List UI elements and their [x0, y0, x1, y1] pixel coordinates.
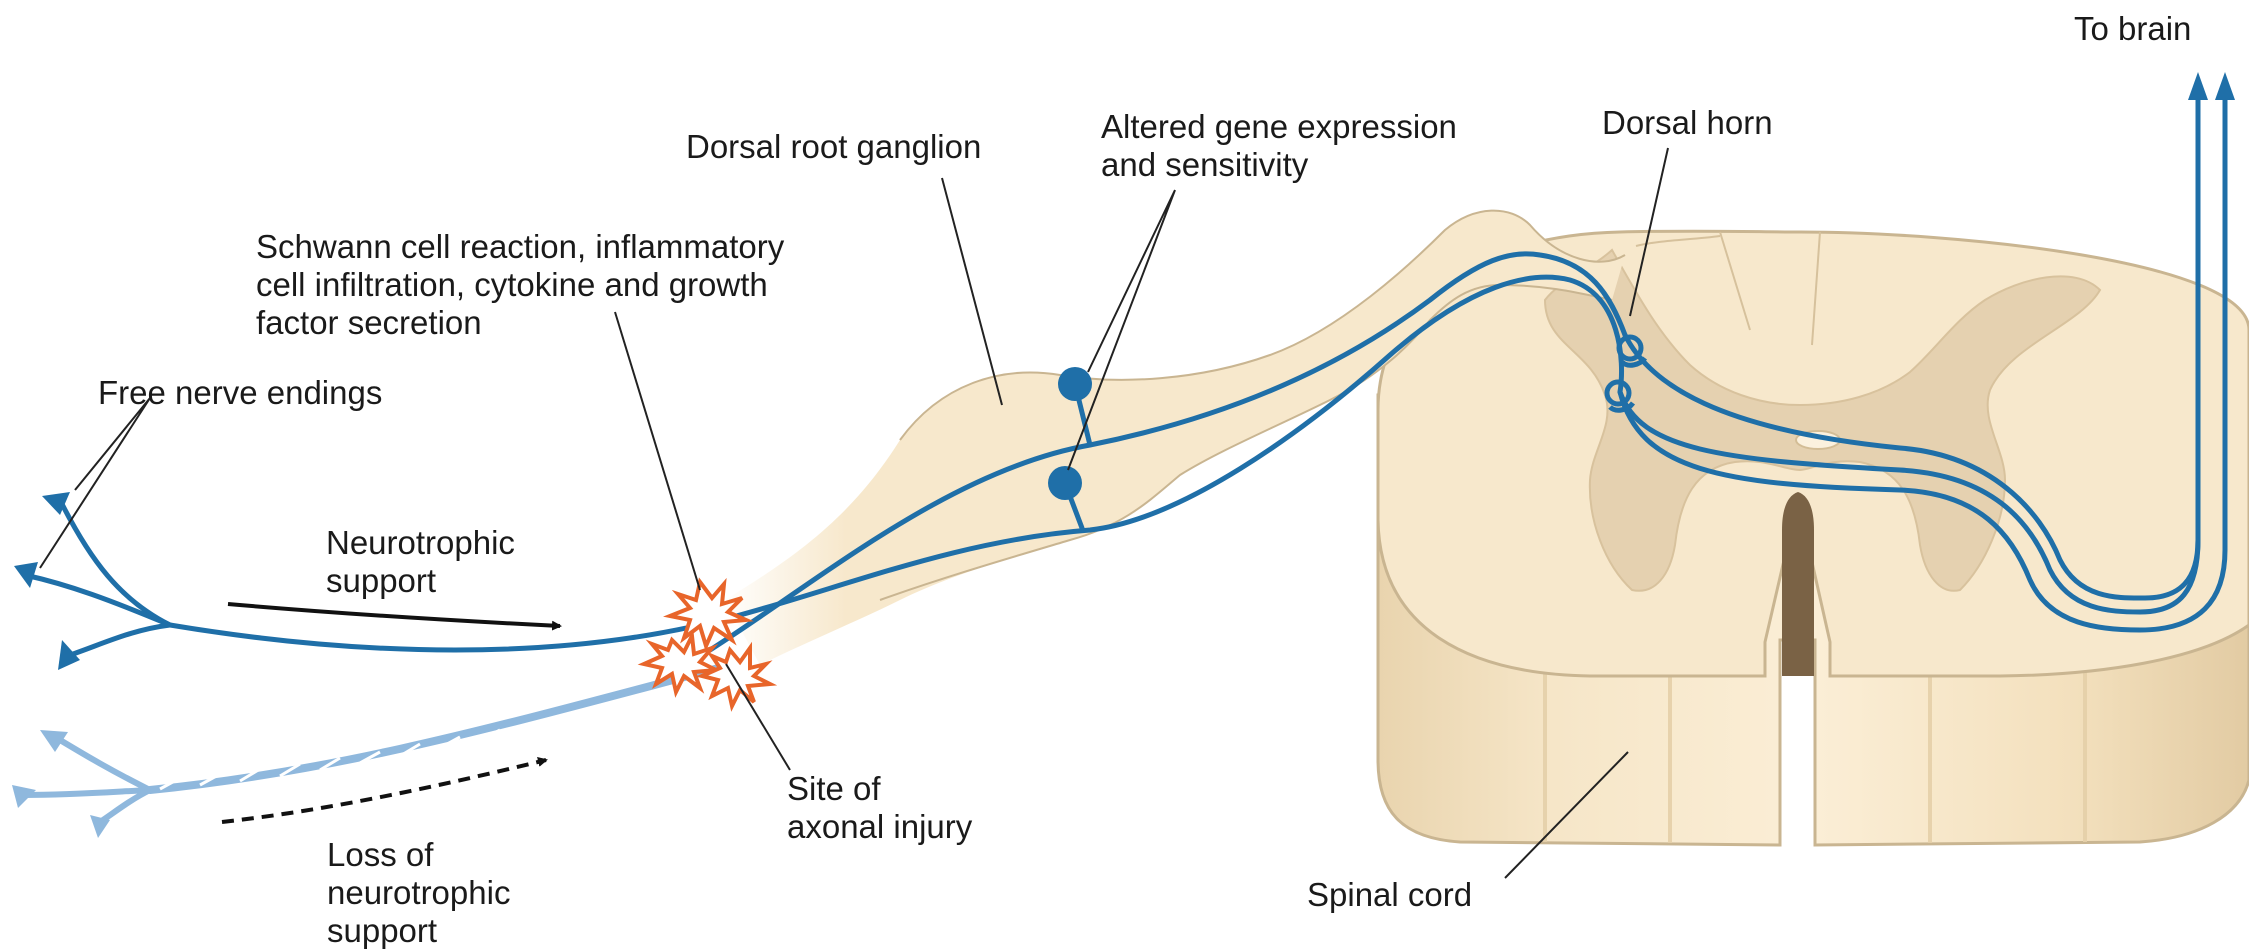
site-of-injury-line-1: Site of	[787, 770, 972, 808]
neurotrophic-support-arrow	[228, 604, 560, 626]
spinal-cord	[1378, 231, 2249, 845]
loss-of-support-line-1: Loss of	[327, 836, 510, 874]
free-nerve-ending-branch	[60, 500, 170, 625]
site-of-injury-label: Site of axonal injury	[787, 770, 972, 846]
altered-gene-line-1: Altered gene expression	[1101, 108, 1457, 146]
dorsal-horn-label: Dorsal horn	[1602, 104, 1773, 142]
dorsal-root-ganglion-label: Dorsal root ganglion	[686, 128, 981, 166]
to-brain-arrows	[2188, 72, 2235, 100]
leader-line-drg	[942, 178, 1002, 405]
loss-of-support-line-2: neurotrophic	[327, 874, 510, 912]
to-brain-arrow	[2188, 72, 2208, 100]
leader-line-free-nerve-endings	[40, 398, 150, 568]
to-brain-arrow	[2215, 72, 2235, 100]
schwann-line-3: factor secretion	[256, 304, 784, 342]
altered-gene-label: Altered gene expression and sensitivity	[1101, 108, 1457, 184]
spinal-cord-fissure	[1782, 492, 1814, 676]
neurotrophic-support-line-1: Neurotrophic	[326, 524, 515, 562]
degenerating-axon	[150, 665, 730, 790]
neurotrophic-support-line-2: support	[326, 562, 515, 600]
free-nerve-ending-branch	[70, 625, 170, 655]
spinal-cord-label: Spinal cord	[1307, 876, 1472, 914]
free-nerve-endings-label: Free nerve endings	[98, 374, 382, 412]
schwann-label: Schwann cell reaction, inflammatory cell…	[256, 228, 784, 342]
loss-of-support-label: Loss of neurotrophic support	[327, 836, 510, 950]
drg-cell-body	[1048, 466, 1082, 500]
leader-line-schwann	[615, 312, 700, 590]
neurotrophic-support-label: Neurotrophic support	[326, 524, 515, 600]
free-nerve-ending-branch	[25, 575, 170, 625]
degenerating-ending-branch	[25, 790, 150, 795]
degenerating-ending-branch	[60, 740, 150, 790]
to-brain-label: To brain	[2074, 10, 2191, 48]
degenerating-fibre	[12, 665, 730, 838]
loss-of-support-line-3: support	[327, 912, 510, 950]
site-of-injury-line-2: axonal injury	[787, 808, 972, 846]
schwann-line-1: Schwann cell reaction, inflammatory	[256, 228, 784, 266]
schwann-line-2: cell infiltration, cytokine and growth	[256, 266, 784, 304]
altered-gene-line-2: and sensitivity	[1101, 146, 1457, 184]
drg-cell-body	[1058, 367, 1092, 401]
loss-of-support-arrow	[222, 760, 546, 822]
